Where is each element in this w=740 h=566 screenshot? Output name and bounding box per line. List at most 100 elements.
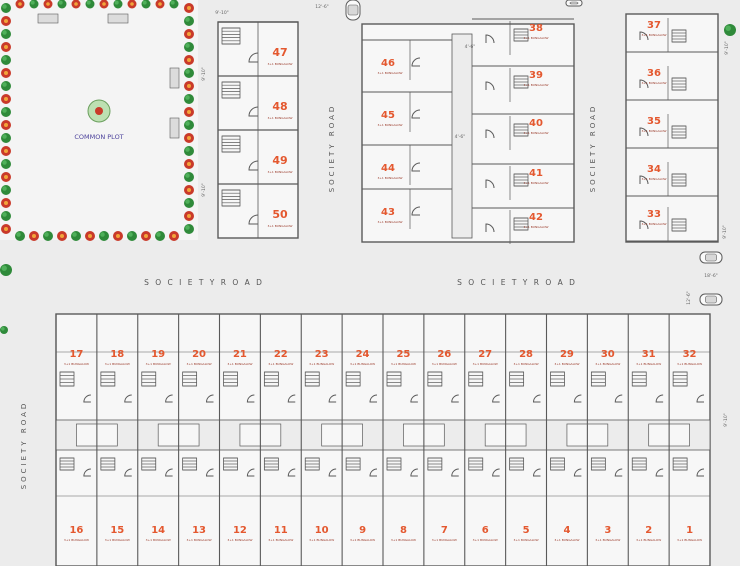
car-roof [705,295,717,304]
unit-type-label: 3+1 BUNGALOW [377,220,402,224]
flower-center [32,234,36,238]
dimension-label: 12'-6" [686,291,692,305]
door-swing [248,160,259,171]
tree-highlight [142,0,147,5]
stair-frame [304,371,320,387]
staircase [141,457,157,471]
unit-number: 12 [233,525,247,536]
unit-type-label: 3+1 BUNGALOW [523,181,548,185]
unit-type-label: 3+1 BUNGALOW [267,224,292,228]
door-swing [655,394,664,403]
staircase [671,125,687,139]
unit-number: 49 [272,154,287,167]
stair-frame [671,218,687,232]
unit-number: 26 [437,349,451,360]
unit-number: 4 [563,525,570,536]
staircase [59,457,75,471]
fountain-center [95,107,103,115]
flower-center [4,97,8,101]
units-layer [55,13,719,566]
unit-number: 45 [381,110,395,121]
stair-frame [223,457,238,471]
staircase [590,371,606,387]
tree-highlight [2,134,7,139]
unit-type-label: 3+1 BUNGALOW [641,81,666,85]
door-swing [485,223,495,233]
unit-cell [218,21,298,76]
door-swing [205,468,214,477]
unit-type-label: 3+1 BUNGALOW [641,222,666,226]
stair-frame [263,457,279,471]
tree-highlight [185,43,190,48]
unit-type-label: 3+1 BUNGALOW [677,362,702,366]
door-swing [328,468,337,477]
door-swing [492,468,500,477]
road-label-vertical-2: SOCIETY ROAD [589,104,597,193]
staircase [513,28,529,42]
unit-number: 21 [233,349,247,360]
stair-frame [221,135,241,153]
unit-number: 3 [604,525,611,536]
stair-frame [263,371,279,387]
flower-center [187,32,191,36]
flower-center [102,2,106,6]
dimension-label: 4'-6" [465,44,476,50]
door-swing [328,394,337,403]
stair-frame [672,371,688,387]
tree-highlight [2,4,7,9]
stair-frame [468,371,484,387]
unit-cell [472,18,574,55]
staircase [263,457,279,471]
unit-number: 13 [192,525,206,536]
staircase [59,371,75,387]
dimension-label: 9'-10" [215,10,229,16]
door-swing [248,214,259,225]
staircase [182,371,198,387]
staircase [550,371,565,387]
door-swing [287,468,296,477]
tree-highlight [185,147,190,152]
flower-center [144,234,148,238]
flower-center [116,234,120,238]
unit-cell [178,314,220,566]
door-swing [410,468,418,477]
dimension-label: 4'-6" [455,134,466,140]
flower-center [18,2,22,6]
staircase [100,457,116,471]
staircase [513,217,529,231]
unit-cell [626,162,718,197]
unit-number: 16 [69,525,83,536]
stair-frame [590,371,606,387]
dimension-label: 12'-6" [315,4,329,10]
unit-number: 40 [529,118,543,129]
stair-frame [141,457,157,471]
flower-center [187,136,191,140]
car-icon [565,0,583,7]
door-swing [411,57,421,67]
unit-number: 27 [478,349,492,360]
stair-frame [427,457,443,471]
unit-number: 36 [647,68,661,79]
unit-number: 14 [151,525,165,536]
unit-number: 24 [356,349,370,360]
unit-number: 34 [647,164,661,175]
unit-number: 8 [400,525,407,536]
unit-type-label: 3+1 BUNGALOW [309,362,334,366]
unit-type-label: 3+1 BUNGALOW [350,538,375,542]
unit-type-label: 3+1 BUNGALOW [554,538,579,542]
door-swing [287,394,296,403]
door-swing [573,394,582,403]
staircase [345,457,361,471]
tree-highlight [2,56,7,61]
door-swing [639,79,649,89]
unit-type-label: 3+1 BUNGALOW [432,362,457,366]
flower-center [4,227,8,231]
door-swing [83,394,91,403]
staircase [221,27,241,45]
door-swing [532,394,541,403]
door-swing [246,468,255,477]
stair-frame [100,457,116,471]
flower-center [4,201,8,205]
car-icon [345,0,361,21]
